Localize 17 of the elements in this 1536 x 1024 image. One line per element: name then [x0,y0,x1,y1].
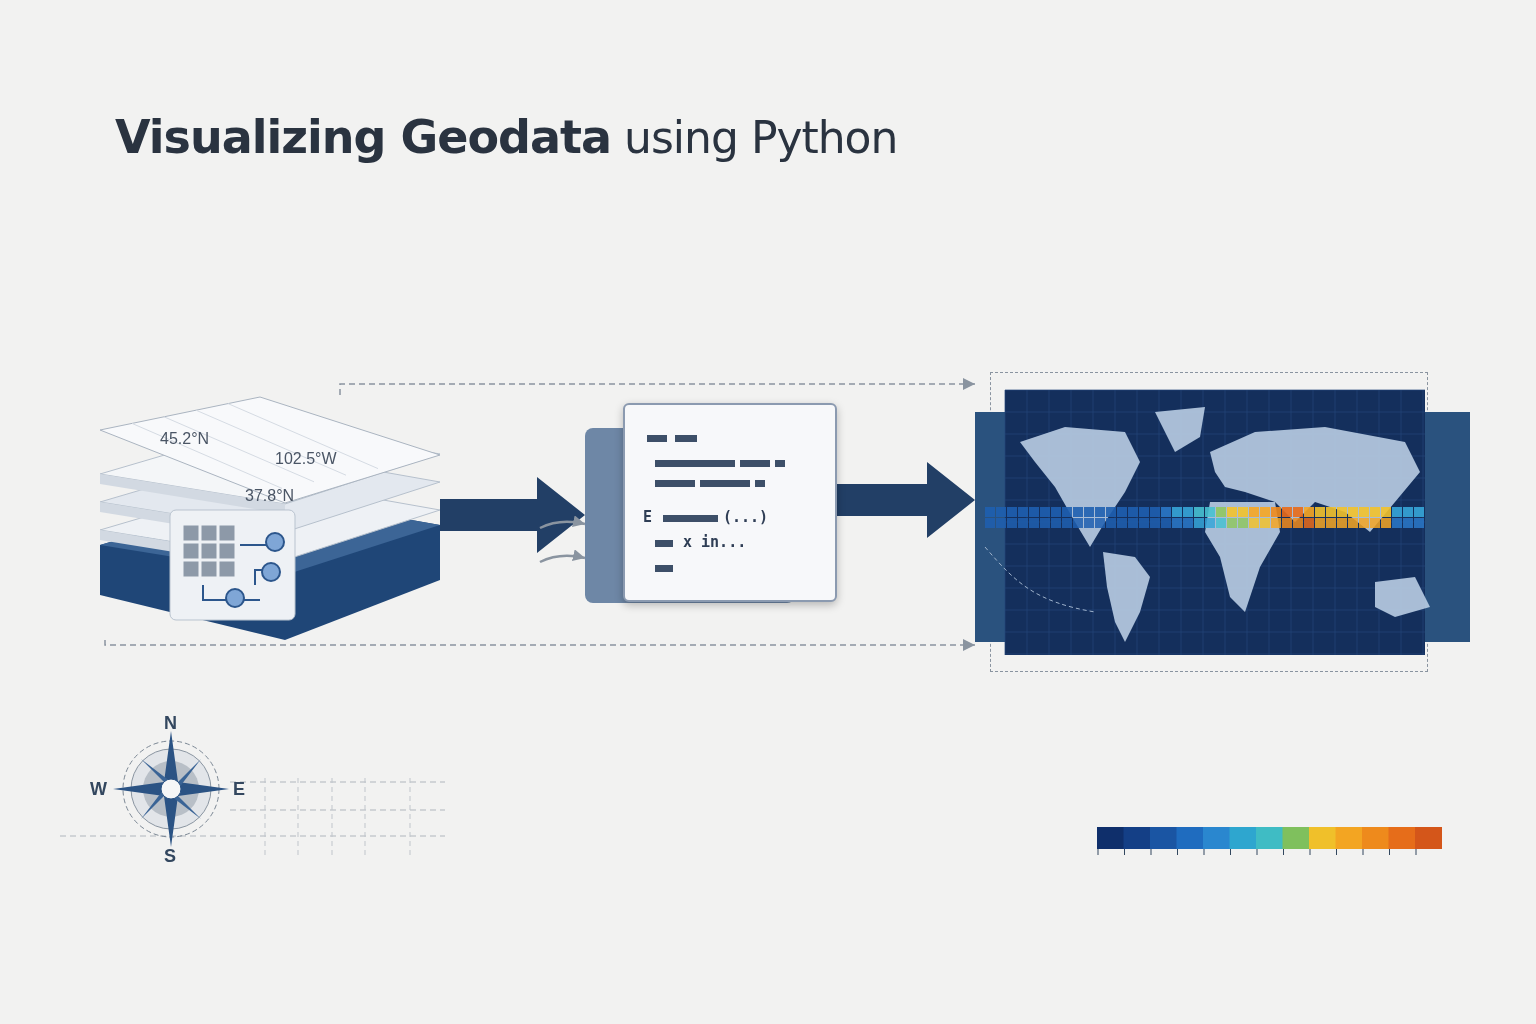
title: Visualizing Geodata using Python [115,110,898,164]
coordinate-label: 102.5°W [275,450,337,468]
coordinate-label: 45.2°N [160,430,210,448]
code-text: E [643,508,653,526]
compass-label: N [164,713,177,734]
code-text: (...) [723,508,769,526]
compass-label: S [164,846,176,867]
coordinate-label: 37.8°N [245,487,295,505]
compass-label: E [233,779,245,800]
arrow [539,515,586,530]
arrow [339,378,976,396]
code-text: x in... [683,533,747,551]
arrow [539,549,586,564]
arrow [440,477,585,553]
arrow [104,639,976,651]
compass-label: W [90,779,107,800]
arrow [835,462,975,538]
